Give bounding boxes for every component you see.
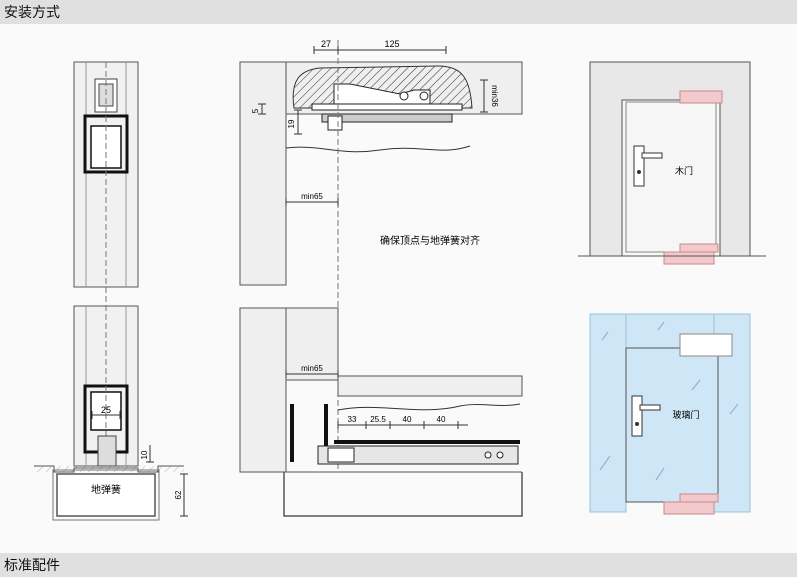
dim-min65-top: min65 xyxy=(301,192,323,201)
dim-27: 27 xyxy=(321,39,331,49)
dim-10: 10 xyxy=(140,450,149,459)
dim-5: 5 xyxy=(251,108,260,113)
dim-min65-bottom: min65 xyxy=(301,364,323,373)
dim-40-b: 40 xyxy=(437,415,446,424)
dim-125: 125 xyxy=(384,39,399,49)
top-pivot-detail xyxy=(239,40,523,470)
wood-door-label: 木门 xyxy=(675,165,693,176)
dim-40-a: 40 xyxy=(403,415,412,424)
dim-25-5: 25.5 xyxy=(370,415,386,424)
installation-diagram: 25 10 62 地弹簧 xyxy=(34,39,766,521)
floor-spring-detail xyxy=(239,307,523,517)
section-title-installation: 安装方式 xyxy=(0,0,797,24)
dim-19: 19 xyxy=(287,119,296,128)
dim-min36: min36 xyxy=(490,85,499,107)
dim-33: 33 xyxy=(348,415,357,424)
alignment-note: 确保顶点与地弹簧对齐 xyxy=(380,234,480,247)
floor-spring-label: 地弹簧 xyxy=(91,483,121,496)
glass-door-label: 玻璃门 xyxy=(672,409,699,420)
wood-door-elevation xyxy=(578,61,766,265)
side-section-view xyxy=(34,61,188,521)
section-title-standard-parts: 标准配件 xyxy=(0,553,797,577)
dim-25: 25 xyxy=(101,405,111,415)
dim-62: 62 xyxy=(174,490,183,499)
glass-door-elevation xyxy=(589,313,751,515)
